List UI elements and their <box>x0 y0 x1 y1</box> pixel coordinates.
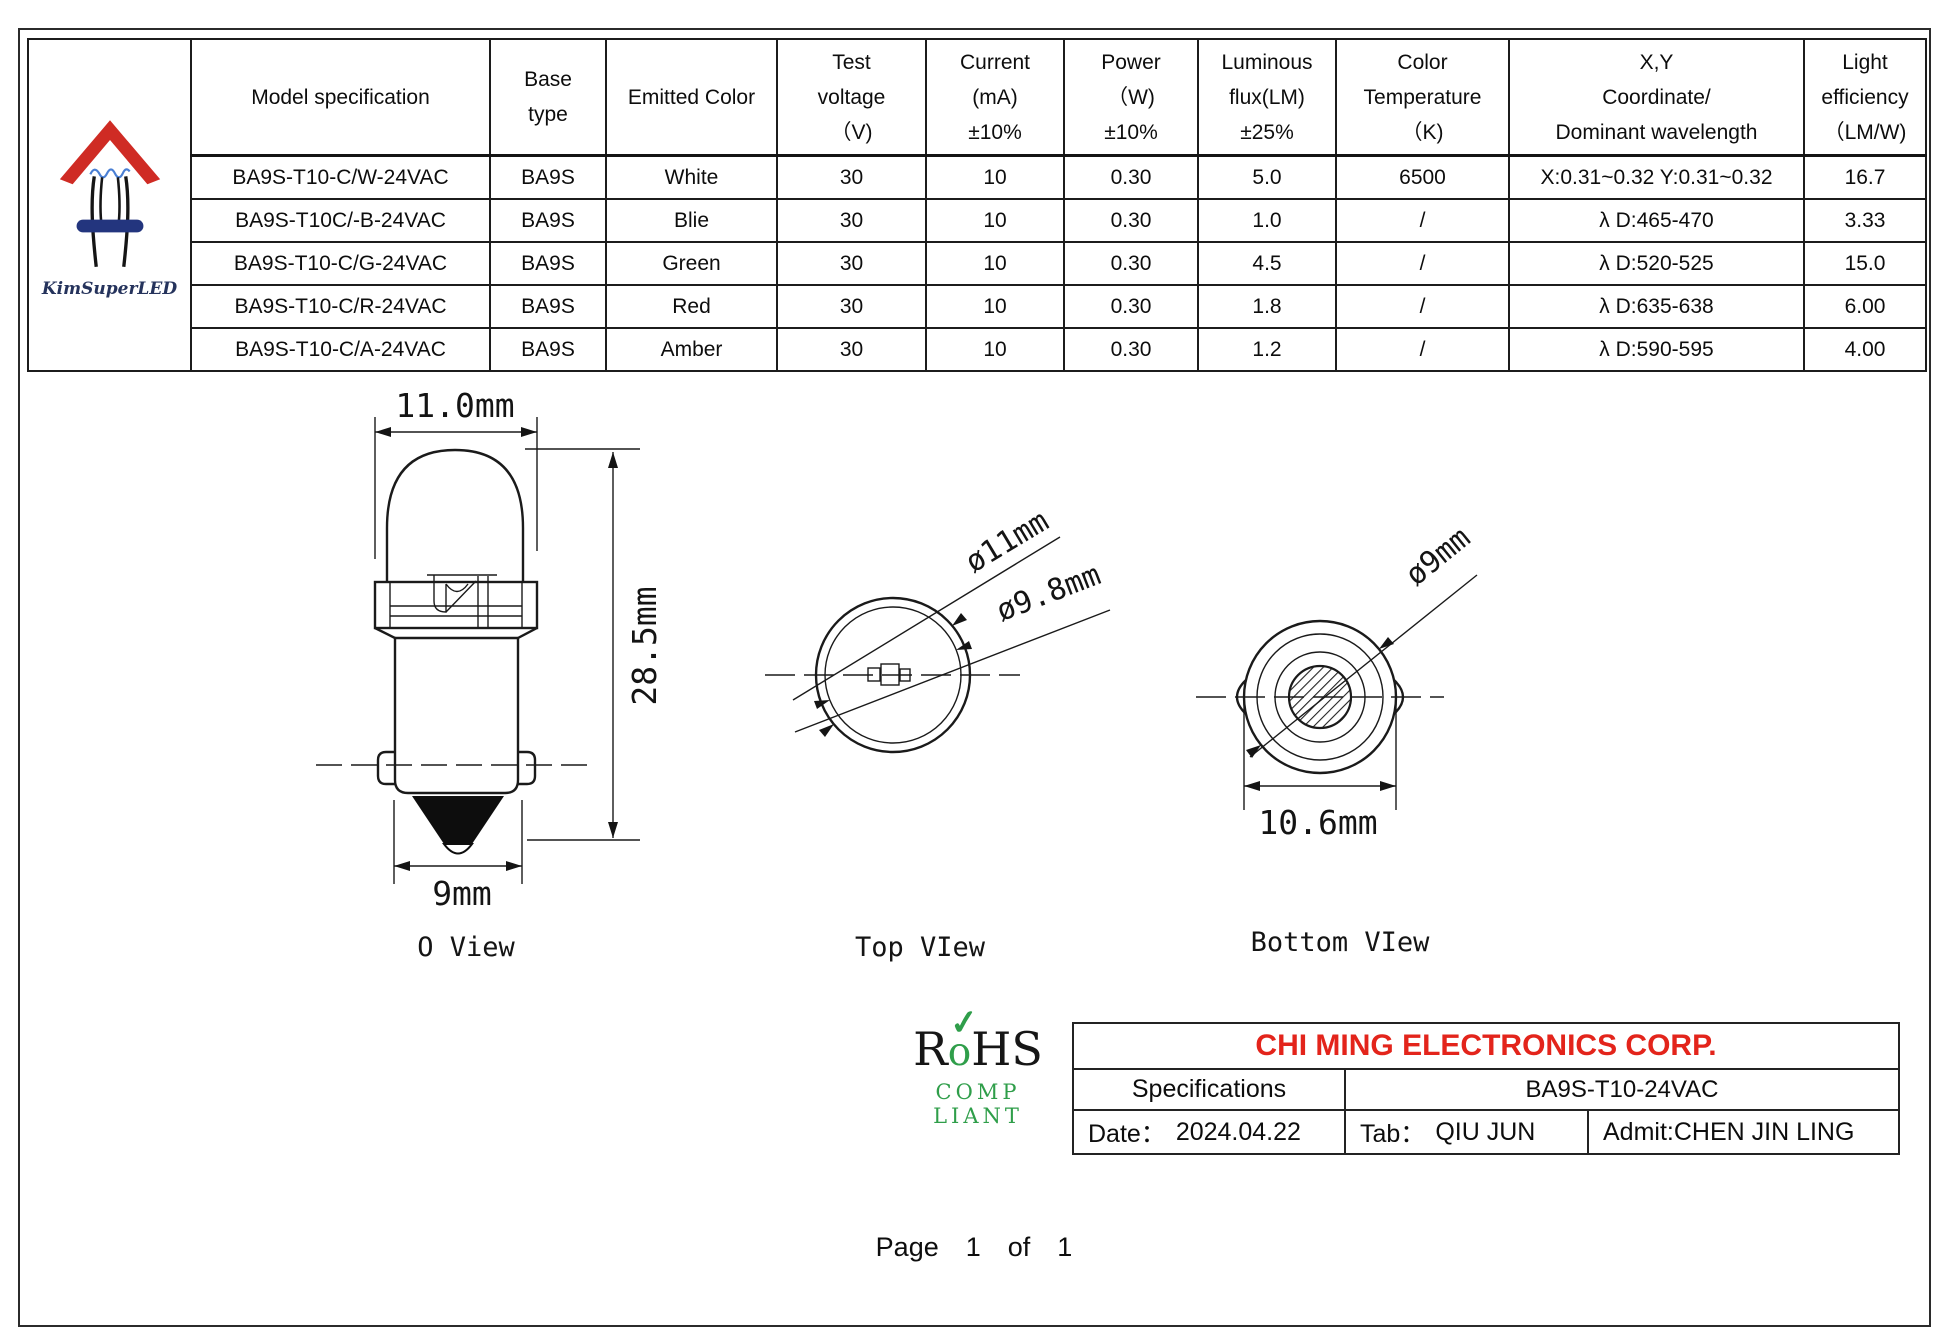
cell-xy: λ D:590-595 <box>1508 327 1805 372</box>
company-name: CHI MING ELECTRONICS CORP. <box>1255 1029 1717 1062</box>
header-power: Power（W)±10% <box>1063 38 1199 157</box>
cell-temp: / <box>1335 327 1510 372</box>
cell-voltage: 30 <box>776 327 927 372</box>
cell-base: BA9S <box>489 327 607 372</box>
spec-model: BA9S-T10-24VAC <box>1344 1070 1898 1109</box>
cell-temp: 6500 <box>1335 154 1510 200</box>
bottom-view-width-dim: 10.6mm <box>1258 803 1377 842</box>
top-view-drawing: ø11mm ø9.8mm Top VIew <box>765 504 1111 963</box>
cell-eff: 16.7 <box>1803 154 1927 200</box>
cell-power: 0.30 <box>1063 327 1199 372</box>
admit-cell: Admit:CHEN JIN LING <box>1587 1111 1898 1153</box>
cell-voltage: 30 <box>776 154 927 200</box>
tab-cell: Tab：QIU JUN <box>1344 1111 1587 1153</box>
side-view-base-dim: 9mm <box>432 874 492 913</box>
top-view-caption: Top VIew <box>855 932 986 963</box>
cell-temp: / <box>1335 241 1510 286</box>
cell-power: 0.30 <box>1063 284 1199 329</box>
cell-color: White <box>605 154 778 200</box>
cell-model: BA9S-T10-C/W-24VAC <box>190 154 491 200</box>
table-row: BA9S-T10-C/W-24VAC BA9S White 30 10 0.30… <box>28 154 1927 200</box>
cell-voltage: 30 <box>776 241 927 286</box>
cell-base: BA9S <box>489 154 607 200</box>
table-row: BA9S-T10C/-B-24VAC BA9S Blie 30 10 0.30 … <box>28 198 1927 243</box>
cell-model: BA9S-T10-C/A-24VAC <box>190 327 491 372</box>
cell-xy: λ D:635-638 <box>1508 284 1805 329</box>
cell-flux: 5.0 <box>1197 154 1337 200</box>
cell-eff: 6.00 <box>1803 284 1927 329</box>
cell-model: BA9S-T10C/-B-24VAC <box>190 198 491 243</box>
table-row: BA9S-T10-C/G-24VAC BA9S Green 30 10 0.30… <box>28 241 1927 286</box>
cell-xy: λ D:520-525 <box>1508 241 1805 286</box>
header-model: Model specification <box>190 38 491 157</box>
date-cell: Date：2024.04.22 <box>1088 1117 1301 1149</box>
kimsuperled-logo-icon <box>59 120 160 267</box>
cell-xy: X:0.31~0.32 Y:0.31~0.32 <box>1508 154 1805 200</box>
cell-voltage: 30 <box>776 198 927 243</box>
cell-base: BA9S <box>489 241 607 286</box>
rohs-compliant-label: COMP LIANT <box>933 1080 1023 1128</box>
cell-xy: λ D:465-470 <box>1508 198 1805 243</box>
table-row: BA9S-T10-C/A-24VAC BA9S Amber 30 10 0.30… <box>28 327 1927 372</box>
bottom-view-drawing: ø9mm 10.6mm Bottom VIew <box>1196 520 1478 958</box>
cell-base: BA9S <box>489 284 607 329</box>
bottom-view-dia-label: ø9mm <box>1399 520 1477 593</box>
cell-current: 10 <box>925 154 1065 200</box>
header-emitted-color: Emitted Color <box>605 38 778 157</box>
check-icon: ✓ <box>947 1001 981 1045</box>
table-row: BA9S-T10-C/R-24VAC BA9S Red 30 10 0.30 1… <box>28 284 1927 329</box>
cell-power: 0.30 <box>1063 154 1199 200</box>
cell-current: 10 <box>925 327 1065 372</box>
side-view-width-dim: 11.0mm <box>395 386 514 425</box>
cell-temp: / <box>1335 198 1510 243</box>
cell-eff: 3.33 <box>1803 198 1927 243</box>
cell-current: 10 <box>925 241 1065 286</box>
cell-power: 0.30 <box>1063 198 1199 243</box>
cell-flux: 1.2 <box>1197 327 1337 372</box>
cell-color: Green <box>605 241 778 286</box>
cell-model: BA9S-T10-C/G-24VAC <box>190 241 491 286</box>
cell-current: 10 <box>925 284 1065 329</box>
cell-color: Red <box>605 284 778 329</box>
cell-color: Blie <box>605 198 778 243</box>
side-view-drawing: 11.0mm 28.5mm 9mm O View <box>316 386 664 963</box>
spec-label: Specifications <box>1131 1075 1287 1103</box>
rohs-logo-icon: R✓oHS <box>913 1001 1043 1076</box>
cell-eff: 15.0 <box>1803 241 1927 286</box>
cell-model: BA9S-T10-C/R-24VAC <box>190 284 491 329</box>
logo-text: KimSuperLED <box>41 279 178 299</box>
cell-flux: 4.5 <box>1197 241 1337 286</box>
cell-current: 10 <box>925 198 1065 243</box>
company-logo-cell: KimSuperLED <box>27 38 192 372</box>
cell-flux: 1.8 <box>1197 284 1337 329</box>
cell-color: Amber <box>605 327 778 372</box>
cell-voltage: 30 <box>776 284 927 329</box>
cell-flux: 1.0 <box>1197 198 1337 243</box>
title-block: CHI MING ELECTRONICS CORP. Specification… <box>1072 1022 1900 1155</box>
side-view-caption: O View <box>417 932 515 963</box>
header-current: Current(mA)±10% <box>925 38 1065 157</box>
bottom-view-caption: Bottom VIew <box>1251 927 1431 958</box>
cell-temp: / <box>1335 284 1510 329</box>
cell-base: BA9S <box>489 198 607 243</box>
cell-power: 0.30 <box>1063 241 1199 286</box>
page-border <box>18 28 1931 1327</box>
cell-eff: 4.00 <box>1803 327 1927 372</box>
side-view-height-dim: 28.5mm <box>625 586 664 705</box>
rohs-mark: R✓oHS COMP LIANT <box>888 1001 1068 1128</box>
